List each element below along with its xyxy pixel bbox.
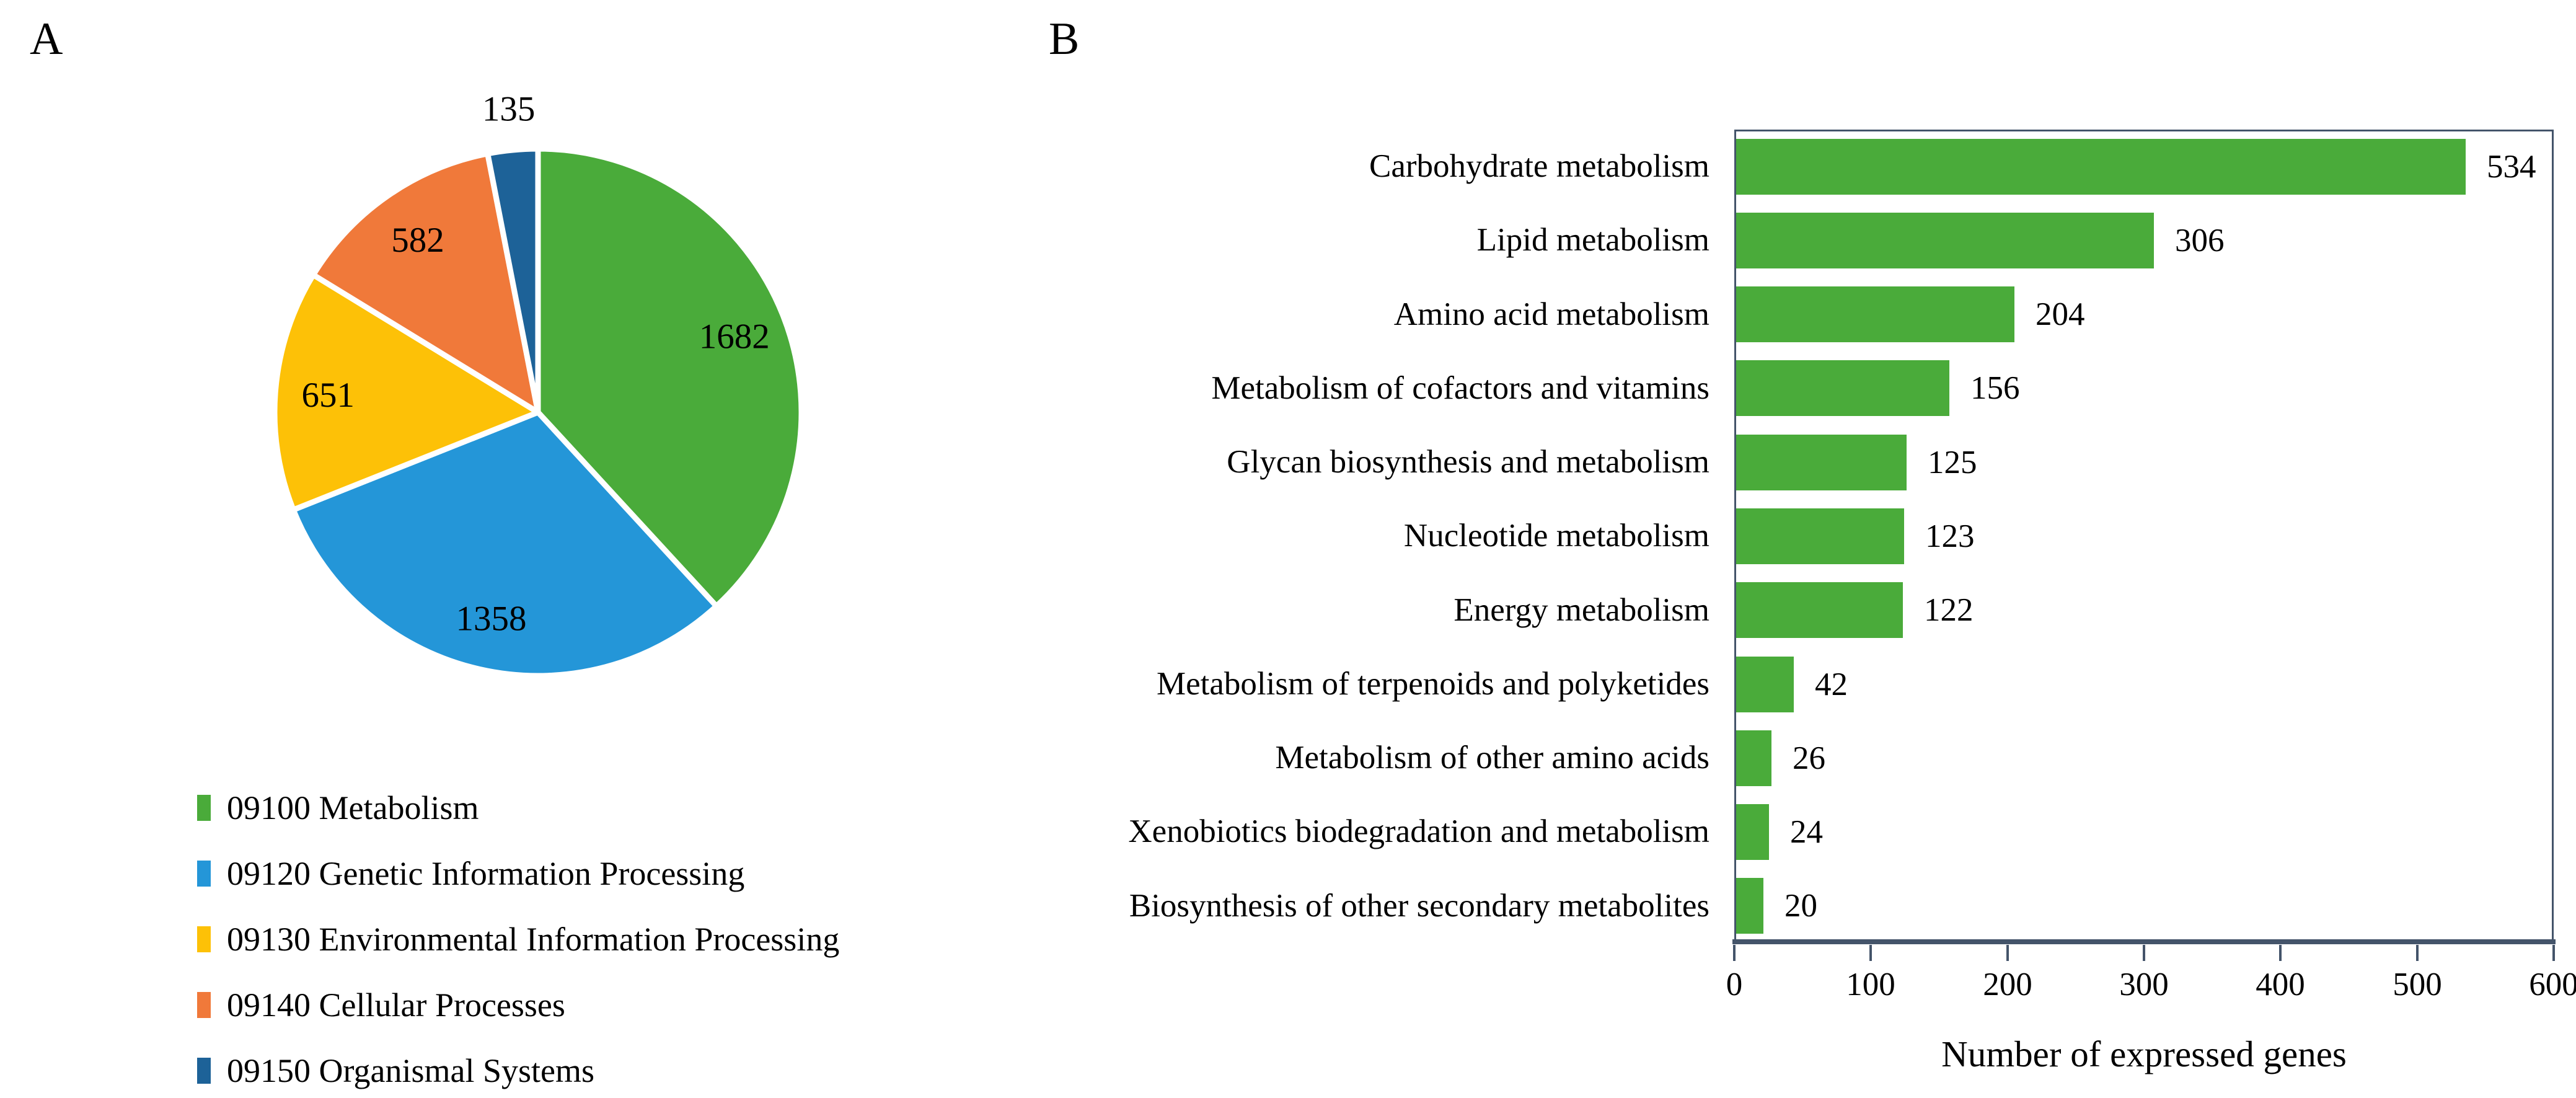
bar-category-label-metabolism-of-terpenoids-and-polyketides: Metabolism of terpenoids and polyketides — [1157, 666, 1709, 702]
pie-chart: 1682 1358 651 582 135 — [271, 89, 805, 679]
bar-metabolism-of-terpenoids-and-polyketides — [1736, 657, 1794, 712]
x-axis-tick-label-300: 300 — [2119, 967, 2169, 1003]
bar-metabolism-of-other-amino-acids — [1736, 730, 1771, 786]
legend-label: 09140 Cellular Processes — [227, 986, 565, 1024]
x-axis-tick — [1733, 945, 1736, 961]
pie-value-label-09120-genetic-information-processing: 1358 — [456, 599, 527, 638]
bar-value-label-carbohydrate-metabolism: 534 — [2487, 149, 2536, 185]
x-axis-tick-label-600: 600 — [2529, 967, 2576, 1003]
pie-value-label-09150-organismal-systems: 135 — [482, 89, 536, 128]
bar-value-label-amino-acid-metabolism: 204 — [2036, 296, 2085, 332]
x-axis-title: Number of expressed genes — [1941, 1034, 2347, 1074]
x-axis-tick-label-400: 400 — [2256, 967, 2305, 1003]
bar-category-label-xenobiotics-biodegradation-and-metabolism: Xenobiotics biodegradation and metabolis… — [1128, 813, 1709, 849]
x-axis-tick — [2279, 945, 2282, 961]
legend-label: 09150 Organismal Systems — [227, 1052, 594, 1089]
bar-metabolism-of-cofactors-and-vitamins — [1736, 360, 1949, 416]
legend-swatch-icon — [197, 861, 211, 887]
x-axis-tick-label-100: 100 — [1846, 967, 1895, 1003]
bar-category-label-metabolism-of-cofactors-and-vitamins: Metabolism of cofactors and vitamins — [1211, 370, 1709, 406]
bar-energy-metabolism — [1736, 582, 1903, 638]
x-axis-tick — [1869, 945, 1872, 961]
x-axis-line — [1732, 939, 2556, 944]
pie-slice-09100-metabolism — [535, 146, 805, 609]
pie-slice-09120-genetic-information-processing — [290, 409, 720, 679]
bar-nucleotide-metabolism — [1736, 508, 1904, 564]
pie-value-label-09100-metabolism: 1682 — [699, 317, 770, 356]
legend-swatch-icon — [197, 926, 211, 952]
x-axis-tick — [2552, 945, 2555, 961]
legend-swatch-icon — [197, 1058, 211, 1084]
legend-item-09120-genetic-information-processing: 09120 Genetic Information Processing — [197, 841, 839, 906]
x-axis-tick-label-200: 200 — [1983, 967, 2032, 1003]
bar-xenobiotics-biodegradation-and-metabolism — [1736, 804, 1769, 860]
x-axis-tick-label-500: 500 — [2393, 967, 2442, 1003]
legend-item-09140-cellular-processes: 09140 Cellular Processes — [197, 972, 839, 1038]
panel-a-label: A — [30, 14, 63, 64]
bar-category-label-metabolism-of-other-amino-acids: Metabolism of other amino acids — [1275, 740, 1709, 776]
x-axis-tick — [2006, 945, 2009, 961]
bar-category-label-biosynthesis-of-other-secondary-metabolites: Biosynthesis of other secondary metaboli… — [1129, 888, 1709, 924]
bar-value-label-biosynthesis-of-other-secondary-metabolites: 20 — [1784, 888, 1817, 924]
pie-slice-09130-environmental-information-processing — [271, 272, 541, 513]
bar-category-label-glycan-biosynthesis-and-metabolism: Glycan biosynthesis and metabolism — [1227, 444, 1709, 480]
bar-value-label-metabolism-of-terpenoids-and-polyketides: 42 — [1815, 666, 1848, 702]
bar-category-label-nucleotide-metabolism: Nucleotide metabolism — [1403, 518, 1709, 554]
bar-glycan-biosynthesis-and-metabolism — [1736, 435, 1907, 490]
bar-category-label-energy-metabolism: Energy metabolism — [1453, 592, 1709, 628]
bar-value-label-glycan-biosynthesis-and-metabolism: 125 — [1928, 445, 1977, 480]
pie-value-label-09130-environmental-information-processing: 651 — [301, 376, 355, 415]
pie-legend: 09100 Metabolism 09120 Genetic Informatio… — [197, 775, 839, 1098]
bar-amino-acid-metabolism — [1736, 286, 2014, 342]
bar-category-label-carbohydrate-metabolism: Carbohydrate metabolism — [1369, 148, 1709, 184]
bar-lipid-metabolism — [1736, 213, 2154, 268]
legend-label: 09100 Metabolism — [227, 789, 479, 826]
legend-swatch-icon — [197, 992, 211, 1018]
pie-value-label-09140-cellular-processes: 582 — [391, 221, 444, 260]
x-axis-tick — [2416, 945, 2419, 961]
pie-slice-09150-organismal-systems — [485, 146, 541, 415]
legend-label: 09120 Genetic Information Processing — [227, 855, 745, 892]
bar-value-label-nucleotide-metabolism: 123 — [1925, 518, 1975, 554]
bar-category-label-amino-acid-metabolism: Amino acid metabolism — [1393, 296, 1709, 332]
legend-label: 09130 Environmental Information Processi… — [227, 921, 840, 958]
bar-category-label-lipid-metabolism: Lipid metabolism — [1476, 222, 1709, 258]
legend-item-09150-organismal-systems: 09150 Organismal Systems — [197, 1038, 839, 1098]
x-axis-tick-label-0: 0 — [1726, 967, 1743, 1003]
bar-biosynthesis-of-other-secondary-metabolites — [1736, 878, 1763, 934]
pie-slice-09140-cellular-processes — [310, 151, 541, 415]
legend-item-09100-metabolism: 09100 Metabolism — [197, 775, 839, 841]
bar-value-label-metabolism-of-other-amino-acids: 26 — [1793, 740, 1825, 776]
x-axis-tick — [2143, 945, 2145, 961]
bar-value-label-lipid-metabolism: 306 — [2175, 223, 2225, 259]
bar-value-label-metabolism-of-cofactors-and-vitamins: 156 — [1970, 370, 2020, 406]
bar-value-label-xenobiotics-biodegradation-and-metabolism: 24 — [1790, 814, 1823, 850]
panel-b-label: B — [1049, 14, 1080, 64]
legend-swatch-icon — [197, 795, 211, 821]
legend-item-09130-environmental-information-processing: 09130 Environmental Information Processi… — [197, 906, 839, 972]
bar-value-label-energy-metabolism: 122 — [1924, 592, 1974, 628]
bar-carbohydrate-metabolism — [1736, 139, 2466, 195]
